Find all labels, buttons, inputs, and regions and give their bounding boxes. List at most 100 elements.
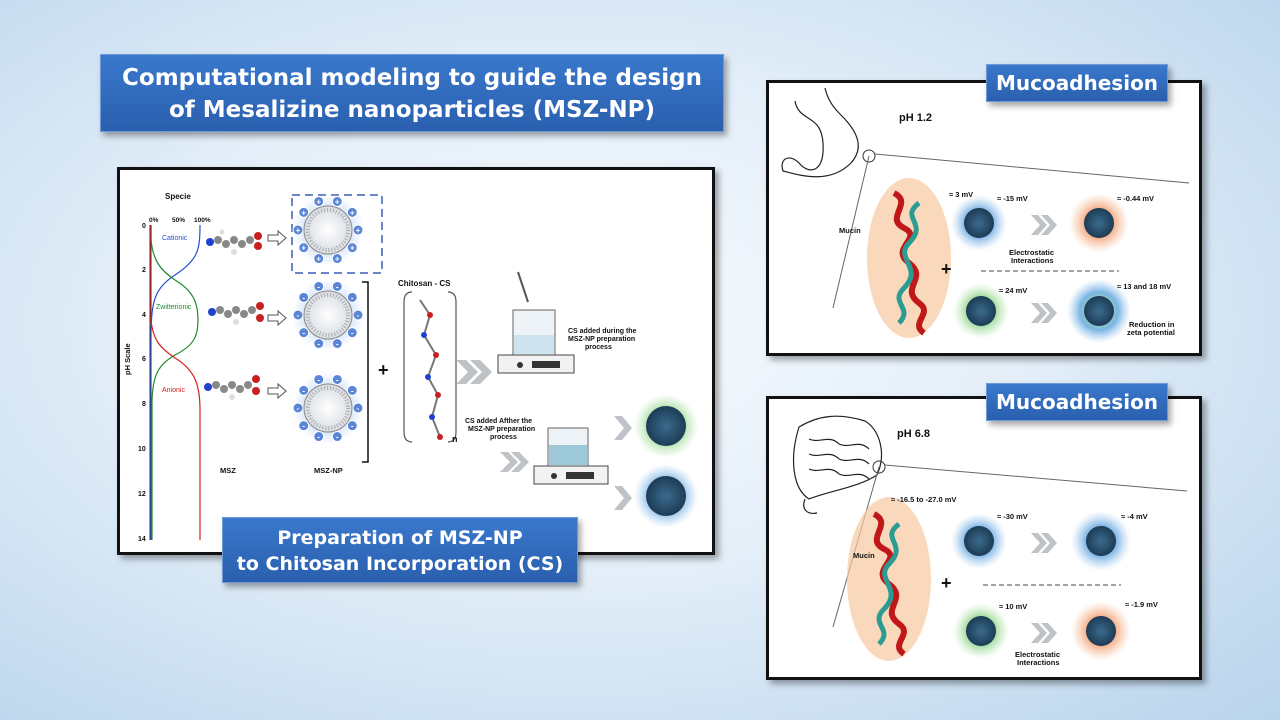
charge-symbol: + bbox=[356, 226, 361, 235]
charge-marker bbox=[313, 280, 325, 292]
charge-symbol: + bbox=[350, 244, 355, 253]
preparation-label-box: Preparation of MSZ-NP to Chitosan Incorp… bbox=[222, 517, 578, 583]
interaction-1: Electrostatic bbox=[1009, 248, 1054, 257]
charge-symbol: - bbox=[351, 422, 354, 431]
arrows-1 bbox=[1031, 215, 1057, 235]
msz-molecule-cationic bbox=[206, 229, 262, 255]
cs-during-text: CS added during the MSZ-NP preparation p… bbox=[568, 328, 637, 351]
preparation-label-line1: Preparation of MSZ-NP bbox=[277, 527, 523, 549]
charge-marker bbox=[331, 280, 343, 292]
charge-symbol: - bbox=[317, 433, 320, 442]
ph-tick-2: 2 bbox=[142, 267, 146, 274]
charge-symbol: - bbox=[336, 433, 339, 442]
reduction-2: zeta potential bbox=[1127, 328, 1175, 337]
mucoadhesion-top-title: Mucoadhesion bbox=[986, 64, 1168, 102]
ph-tick-8: 8 bbox=[142, 401, 146, 408]
charge-marker bbox=[313, 253, 325, 265]
ph-tick-10: 10 bbox=[138, 446, 146, 453]
interaction-text: Electrostatic Interactions bbox=[1009, 248, 1054, 265]
ph-ticks: 0 2 4 6 8 10 12 14 bbox=[138, 223, 146, 543]
cs-after-1: CS added Afther the bbox=[465, 418, 532, 425]
result1-zeta: ≈ -0.44 mV bbox=[1117, 194, 1154, 203]
mucin-zeta: ≈ -16.5 to -27.0 mV bbox=[891, 495, 956, 504]
zwitterionic-label: Zwitterionic bbox=[156, 304, 192, 311]
zoom-line-2 bbox=[874, 153, 1190, 184]
charge-symbol: - bbox=[317, 340, 320, 349]
charge-symbol: + bbox=[335, 255, 340, 264]
charge-marker bbox=[298, 384, 310, 396]
cs-after-text: CS added Afther the MSZ-NP preparation p… bbox=[465, 418, 535, 441]
msz-np-anionic bbox=[292, 372, 364, 444]
charge-symbol: + bbox=[316, 255, 321, 264]
charge-symbol: - bbox=[317, 375, 320, 384]
np1-zeta: ≈ -15 mV bbox=[997, 194, 1028, 203]
anionic-label: Anionic bbox=[162, 387, 185, 394]
interaction-text: Electrostatic Interactions bbox=[1015, 650, 1060, 667]
charge-marker bbox=[346, 384, 358, 396]
chitosan-chain bbox=[419, 299, 441, 438]
charge-marker bbox=[298, 420, 310, 432]
cationic-curve bbox=[150, 224, 201, 540]
cs-after-2: MSZ-NP preparation bbox=[468, 426, 535, 433]
result2-zeta: ≈ -1.9 mV bbox=[1125, 600, 1158, 609]
charge-symbol: - bbox=[351, 293, 354, 302]
result-np-green bbox=[634, 394, 698, 458]
pct-50: 50% bbox=[172, 217, 185, 224]
chitosan-brackets bbox=[403, 291, 457, 443]
charge-marker bbox=[298, 242, 310, 254]
ph-label: pH 6.8 bbox=[897, 428, 930, 440]
np-positive bbox=[953, 283, 1009, 339]
stomach-zoom-circle bbox=[862, 149, 876, 163]
plus-sign: + bbox=[941, 259, 952, 279]
interaction-1: Electrostatic bbox=[1015, 650, 1060, 659]
zoom-line-1 bbox=[832, 155, 870, 309]
main-title-box: Computational modeling to guide the desi… bbox=[100, 54, 724, 132]
charge-marker bbox=[292, 402, 304, 414]
charge-symbol: + bbox=[301, 244, 306, 253]
charge-symbol: - bbox=[357, 404, 360, 413]
mucin-zeta: ≈ 3 mV bbox=[949, 190, 973, 199]
mucoadhesion-panel-top: pH 1.2 ≈ 3 mV Mucin + ≈ -15 mV Electrost… bbox=[766, 80, 1202, 356]
result1-zeta: ≈ -4 mV bbox=[1121, 512, 1148, 521]
mucin-bottom bbox=[847, 497, 931, 661]
charge-marker bbox=[346, 420, 358, 432]
charge-marker bbox=[346, 291, 358, 303]
charge-symbol: - bbox=[351, 386, 354, 395]
np-negative bbox=[951, 513, 1007, 569]
charge-symbol: + bbox=[316, 197, 321, 206]
charge-marker bbox=[313, 338, 325, 350]
charge-symbol: - bbox=[357, 311, 360, 320]
main-title-line2: of Mesalizine nanoparticles (MSZ-NP) bbox=[168, 97, 656, 123]
msz-molecule-zwitterionic bbox=[208, 302, 264, 325]
charge-symbol: - bbox=[336, 282, 339, 291]
msz-np-zwitterionic bbox=[292, 279, 364, 351]
ph-scale-label: pH Scale bbox=[123, 343, 132, 375]
charge-marker bbox=[313, 195, 325, 207]
cationic-np-box bbox=[291, 194, 383, 274]
result-np-blue bbox=[634, 464, 698, 528]
charge-symbol: - bbox=[297, 311, 300, 320]
charge-marker bbox=[298, 327, 310, 339]
mucin-label: Mucin bbox=[839, 226, 861, 235]
charge-symbol: + bbox=[296, 226, 301, 235]
bracket bbox=[362, 281, 369, 463]
charge-marker bbox=[292, 309, 304, 321]
result-arrows bbox=[614, 416, 632, 510]
charge-marker bbox=[331, 253, 343, 265]
charge-marker bbox=[352, 224, 364, 236]
ph-label: pH 1.2 bbox=[899, 112, 932, 124]
result-np-blue-green bbox=[1067, 279, 1131, 343]
ph-tick-4: 4 bbox=[142, 312, 146, 319]
zwitterionic-curve bbox=[150, 225, 199, 540]
mucin-top bbox=[867, 178, 951, 338]
intestine-outline bbox=[792, 415, 883, 514]
charge-marker bbox=[331, 195, 343, 207]
result-np-orange bbox=[1069, 193, 1129, 253]
cs-during-1: CS added during the bbox=[568, 328, 637, 335]
reduction-1: Reduction in bbox=[1129, 320, 1175, 329]
chitosan-n: n bbox=[452, 434, 458, 444]
cs-during-2: MSZ-NP preparation bbox=[568, 336, 635, 343]
intestine-zoom-circle bbox=[872, 460, 886, 474]
charge-marker bbox=[313, 431, 325, 443]
charge-symbol: - bbox=[336, 375, 339, 384]
